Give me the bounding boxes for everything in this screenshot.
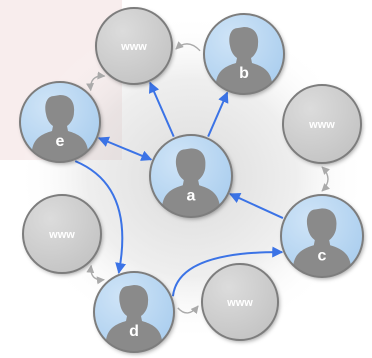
node-b: b [203, 13, 285, 95]
person-label-e: e [56, 133, 65, 150]
node-ring [203, 13, 285, 95]
node-c: c [280, 194, 364, 278]
c-silhouette-icon [291, 208, 353, 277]
e-silhouette-icon [30, 95, 90, 162]
node-web_bottom: www [201, 263, 279, 341]
gray-arrow-web_left-d [86, 264, 105, 285]
a-silhouette-icon [160, 148, 222, 217]
person-label-b: b [239, 65, 249, 82]
web-node-circle [283, 85, 361, 163]
node-ring [282, 84, 362, 164]
www-label: www [120, 41, 147, 53]
node-ring [19, 81, 101, 163]
node-ring [149, 134, 233, 218]
node-ring [93, 271, 175, 353]
node-e: e [19, 81, 101, 163]
node-ring [95, 7, 173, 85]
node-ring [22, 194, 102, 274]
www-label: www [226, 297, 253, 309]
blue-arrow-a-e [97, 136, 153, 161]
blue-arrow-c-a [229, 192, 284, 220]
blue-arrow-e-d [74, 160, 127, 274]
node-ring [280, 194, 364, 278]
node-web_right: www [282, 84, 362, 164]
d-silhouette-icon [104, 285, 164, 352]
node-a: a [149, 134, 233, 218]
gray-arrow-b-web_top [175, 41, 201, 52]
person-label-a: a [187, 188, 196, 205]
node-ring [201, 263, 279, 341]
blue-arrow-a-web_top [149, 81, 175, 138]
person-label-d: d [129, 323, 139, 340]
www-label: www [48, 229, 75, 241]
b-silhouette-icon [214, 27, 274, 94]
gray-arrow-web_top-e [86, 71, 106, 92]
web-node-circle [202, 264, 278, 340]
node-web_top: www [95, 7, 173, 85]
web-node-circle [96, 8, 172, 84]
node-web_left: www [22, 194, 102, 274]
gray-arrow-web_right-c [321, 166, 330, 192]
node-d: d [93, 271, 175, 353]
blue-arrow-d-c [171, 246, 284, 297]
www-label: www [308, 119, 335, 131]
person-label-c: c [318, 248, 327, 265]
web-node-circle [23, 195, 101, 273]
blue-arrow-a-b [207, 91, 229, 137]
gray-arrow-d-web_bottom [177, 305, 199, 315]
